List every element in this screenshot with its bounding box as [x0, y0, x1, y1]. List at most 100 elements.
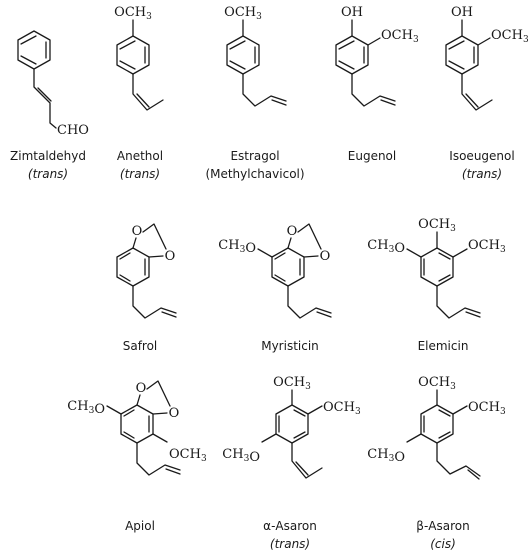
side-chain: [291, 442, 323, 479]
compound-note: (cis): [430, 537, 456, 551]
substituent-bonds: [461, 19, 491, 46]
dioxole-oxygen: O: [169, 406, 180, 421]
ring-double-bonds: [20, 35, 47, 65]
compound-note: (trans): [28, 167, 68, 181]
dioxole-oxygen: O: [320, 249, 331, 264]
anethol-structure: OCH3: [114, 5, 164, 111]
allyl-double: [165, 468, 181, 475]
ring-double-bonds: [229, 40, 256, 70]
aldehyde-label: CHO: [57, 123, 89, 138]
allyl-chain: [351, 73, 396, 107]
side-chain: [132, 73, 164, 111]
ring-double-bonds: [338, 40, 365, 70]
compound-name: Estragol: [230, 149, 279, 163]
methoxy-label: OCH3: [169, 447, 207, 464]
compound-name: Anethol: [117, 149, 163, 163]
methoxy-label: CH3O: [367, 447, 405, 465]
allyl-double: [161, 311, 177, 318]
dioxole-oxygen: O: [165, 249, 176, 264]
methoxy-label: OCH3: [468, 238, 506, 255]
dioxole-ring: [287, 223, 322, 258]
methoxy-label: CH3O: [218, 238, 256, 256]
allyl-double: [380, 99, 396, 106]
hydroxy-label: OH: [341, 5, 363, 20]
substituent-bonds: [406, 231, 468, 258]
methoxy-label: OCH3: [418, 217, 456, 234]
allyl-double: [316, 311, 332, 318]
zimtaldehyd-structure: CHO: [17, 30, 89, 138]
benzene-ring: [420, 404, 454, 444]
alpha-asaron-structure: OCH3 OCH3 CH3O: [222, 375, 361, 479]
isoeugenol-structure: OH OCH3: [445, 5, 529, 111]
ring-double-bonds: [123, 409, 150, 439]
methoxy-label: OCH3: [418, 375, 456, 392]
allyl-double: [271, 99, 287, 106]
myristicin-structure: O O CH3O: [218, 223, 332, 319]
allyl-chain: [242, 73, 287, 107]
estragol-structure: OCH3: [224, 5, 287, 107]
ring-double-bonds: [423, 409, 451, 439]
methoxy-label: OCH3: [491, 28, 529, 45]
compound-name: Eugenol: [348, 149, 396, 163]
compound-note: (trans): [462, 167, 502, 181]
methoxy-label: OCH3: [381, 28, 419, 45]
methoxy-label: OCH3: [114, 5, 152, 22]
compound-name: β-Asaron: [416, 519, 469, 533]
side-chain-double: [37, 87, 52, 102]
safrol-structure: O O: [116, 223, 177, 319]
allyl-chain: [287, 285, 332, 319]
methoxy-label: CH3O: [367, 238, 405, 256]
benzene-ring: [275, 404, 309, 444]
dioxole-oxygen: O: [136, 381, 147, 396]
allyl-double: [465, 311, 481, 318]
apiol-structure: O O CH3O OCH3: [67, 380, 207, 476]
side-chain: [461, 73, 493, 111]
benzene-ring: [420, 247, 454, 287]
benzene-ring: [120, 404, 154, 444]
compound-note: (trans): [270, 537, 310, 551]
compound-name: Elemicin: [418, 339, 469, 353]
methoxy-label: CH3O: [67, 399, 105, 417]
benzene-ring: [116, 247, 150, 287]
compound-name: Zimtaldehyd: [10, 149, 86, 163]
benzene-ring: [271, 247, 305, 287]
ring-double-bonds: [119, 40, 146, 70]
compound-name: Myristicin: [261, 339, 319, 353]
ring-double-bonds: [448, 40, 475, 70]
side-chain-double: [465, 93, 479, 108]
ring-double-bonds: [423, 252, 451, 282]
compound-name: Safrol: [123, 339, 158, 353]
elemicin-structure: OCH3 CH3O OCH3: [367, 217, 506, 319]
side-chain: [436, 442, 481, 477]
side-chain-double: [136, 93, 150, 108]
methoxy-label: OCH3: [323, 400, 361, 417]
side-chain: [33, 68, 57, 129]
compound-name: α-Asaron: [263, 519, 317, 533]
ring-double-bonds: [274, 252, 301, 282]
ring-double-bonds: [119, 252, 146, 282]
substituent-bonds: [106, 405, 168, 443]
allyl-chain: [132, 285, 177, 319]
dioxole-ring: [132, 223, 167, 258]
methoxy-label: CH3O: [222, 447, 260, 465]
eugenol-structure: OH OCH3: [335, 5, 419, 107]
dioxole-ring: [136, 380, 171, 415]
substituent-bonds: [261, 389, 323, 443]
compound-note: (Methylchavicol): [205, 167, 304, 181]
substituent-bonds: [406, 389, 468, 443]
substituent-bonds: [351, 19, 381, 46]
dioxole-oxygen: O: [287, 224, 298, 239]
methoxy-label: OCH3: [224, 5, 262, 22]
dioxole-oxygen: O: [132, 224, 143, 239]
beta-asaron-structure: OCH3 OCH3 CH3O: [367, 375, 506, 480]
allyl-chain: [136, 442, 181, 476]
side-chain-double: [467, 469, 480, 480]
allyl-chain: [436, 285, 481, 319]
hydroxy-label: OH: [451, 5, 473, 20]
compound-name: Isoeugenol: [449, 149, 514, 163]
ring-double-bonds: [278, 409, 306, 439]
compound-name: Apiol: [125, 519, 155, 533]
methoxy-label: OCH3: [273, 375, 311, 392]
